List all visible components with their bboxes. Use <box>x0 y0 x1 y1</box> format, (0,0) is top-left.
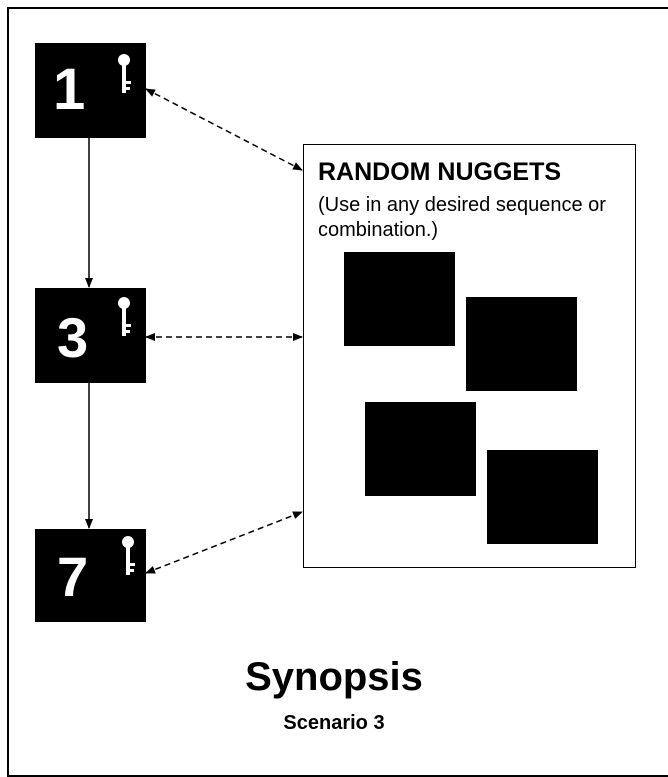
key-icon <box>118 297 131 336</box>
diagram-title: Synopsis <box>245 655 423 699</box>
sequence-node-3: 3 <box>35 288 146 383</box>
nugget-label: 6 <box>526 469 555 527</box>
key-icon <box>118 54 131 93</box>
diagram-subtitle: Scenario 3 <box>283 712 385 734</box>
key-icon <box>122 536 135 575</box>
link-7-to-nuggets <box>145 511 303 574</box>
nugget-label: 4 <box>505 316 534 374</box>
sequence-node-7: 7 <box>35 529 146 622</box>
node-label: 1 <box>53 57 86 122</box>
node-label: 3 <box>57 306 89 369</box>
nugget-label: 2 <box>383 269 412 327</box>
nugget-4: 4 <box>466 297 577 391</box>
nugget-5: 5 <box>365 402 476 496</box>
link-1-to-nuggets <box>145 88 303 171</box>
sequence-node-1: 1 <box>35 43 146 138</box>
nugget-2: 2 <box>344 252 455 346</box>
panel-title: RANDOM NUGGETS <box>318 158 562 186</box>
random-nuggets-panel: RANDOM NUGGETS (Use in any desired seque… <box>303 144 636 568</box>
panel-subtitle: (Use in any desired sequence or combinat… <box>318 194 606 241</box>
nugget-6: 6 <box>487 450 598 544</box>
nugget-label: 5 <box>404 419 433 477</box>
node-label: 7 <box>57 545 89 608</box>
